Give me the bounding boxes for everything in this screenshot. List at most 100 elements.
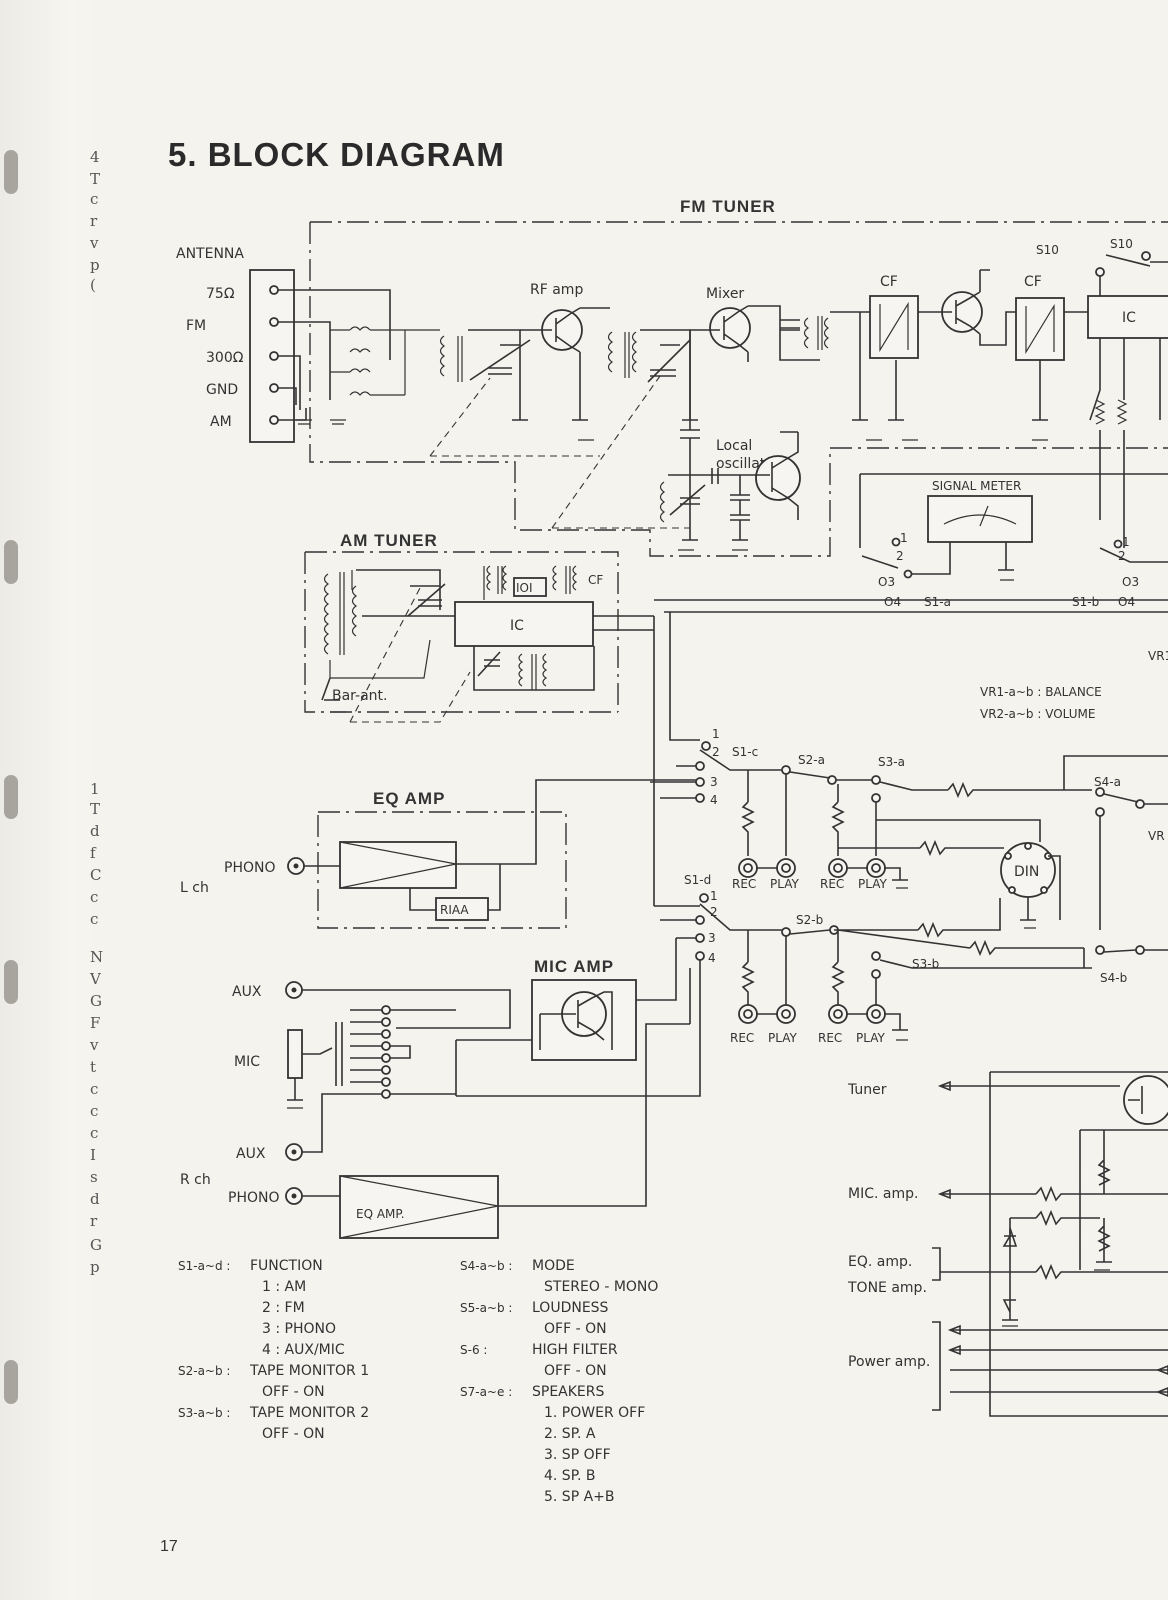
margin-fragment: c bbox=[90, 888, 99, 906]
svg-text:PLAY: PLAY bbox=[770, 877, 799, 891]
legend-value: MODE bbox=[532, 1258, 575, 1274]
legend-row: OFF - ON bbox=[178, 1426, 325, 1442]
legend-row: S-6 :HIGH FILTER bbox=[460, 1342, 618, 1358]
legend-row: OFF - ON bbox=[460, 1363, 607, 1379]
legend-value: 5. SP A+B bbox=[544, 1489, 615, 1505]
aux-r-label: AUX bbox=[236, 1146, 266, 1162]
margin-fragment: I bbox=[90, 1146, 96, 1164]
legend-value: OFF - ON bbox=[544, 1321, 607, 1337]
eq-amp-label: EQ AMP bbox=[373, 789, 445, 808]
legend-key: S1-a~d : bbox=[178, 1259, 231, 1273]
binder-hole bbox=[4, 1360, 18, 1404]
legend-row: 1. POWER OFF bbox=[460, 1405, 645, 1421]
svg-text:O4: O4 bbox=[884, 595, 901, 609]
margin-fragment: C bbox=[90, 866, 102, 884]
margin-fragment: s bbox=[90, 1168, 98, 1186]
s10-label-2: S10 bbox=[1110, 237, 1133, 251]
phono-r-label: PHONO bbox=[228, 1190, 279, 1206]
svg-text:REC: REC bbox=[820, 877, 844, 891]
signal-meter: SIGNAL METER 1 2 O3 O4 S1-a 1 2 O3 S1-b … bbox=[859, 448, 1168, 609]
eq-amp-r: R ch PHONO EQ AMP. bbox=[180, 968, 691, 1239]
mic-jack-icon bbox=[287, 1029, 303, 1079]
legend-value: SPEAKERS bbox=[532, 1384, 605, 1400]
fm-ic: IC S10 S10 bbox=[1036, 237, 1168, 448]
binder-hole bbox=[4, 150, 18, 194]
margin-fragment: c bbox=[90, 910, 99, 928]
legend-value: TAPE MONITOR 2 bbox=[250, 1405, 370, 1421]
mic-amp-out-label: MIC. amp. bbox=[848, 1186, 918, 1202]
svg-text:1: 1 bbox=[710, 889, 718, 903]
svg-text:O3: O3 bbox=[878, 575, 895, 589]
eq-amp-block: EQ AMP RIAA PHONO L ch bbox=[180, 779, 696, 929]
ifo-label: IOI bbox=[516, 581, 533, 595]
aux-l-label: AUX bbox=[232, 984, 262, 1000]
legend-row: 4. SP. B bbox=[460, 1468, 595, 1484]
svg-text:3: 3 bbox=[708, 931, 716, 945]
bar-ant-label: Bar-ant. bbox=[332, 688, 388, 704]
margin-fragment: ( bbox=[90, 276, 96, 294]
legend-row: S7-a~e :SPEAKERS bbox=[460, 1384, 604, 1400]
riaa-box bbox=[435, 897, 489, 921]
margin-fragment: F bbox=[90, 1014, 101, 1032]
margin-fragment: t bbox=[90, 1058, 97, 1076]
svg-text:REC: REC bbox=[732, 877, 756, 891]
legend-row: 3. SP OFF bbox=[460, 1447, 611, 1463]
margin-fragment: r bbox=[90, 1212, 98, 1230]
margin-fragment: d bbox=[90, 1190, 100, 1208]
antenna-label: ANTENNA bbox=[176, 246, 244, 262]
am-ic-label: IC bbox=[510, 618, 524, 634]
margin-fragment: c bbox=[90, 1080, 99, 1098]
margin-fragment: G bbox=[90, 992, 102, 1010]
power-amp-label: Power amp. bbox=[848, 1354, 930, 1370]
legend-key: S-6 : bbox=[460, 1343, 488, 1357]
din-socket: DIN bbox=[1000, 842, 1061, 921]
eq-amp-out-label: EQ. amp. bbox=[848, 1254, 912, 1270]
svg-text:REC: REC bbox=[818, 1031, 842, 1045]
s2a-label: S2-a bbox=[798, 753, 825, 767]
din-label: DIN bbox=[1014, 864, 1039, 880]
s3a-label: S3-a bbox=[878, 755, 905, 769]
svg-text:2: 2 bbox=[896, 549, 904, 563]
signal-meter-icon bbox=[927, 495, 1033, 543]
aux-mic-inputs: AUX MIC AUX bbox=[232, 981, 511, 1162]
svg-text:4: 4 bbox=[708, 951, 716, 965]
am-tuner-block: AM TUNER Bar-ant. IC IOI CF bbox=[304, 531, 654, 723]
vr-label: VR bbox=[1148, 829, 1165, 843]
tape-jacks-lower: REC PLAY REC PLAY bbox=[730, 1004, 908, 1045]
legend-value: 1 : AM bbox=[262, 1279, 307, 1295]
svg-text:2: 2 bbox=[712, 745, 720, 759]
cf2-label: CF bbox=[1024, 274, 1042, 290]
svg-text:PLAY: PLAY bbox=[858, 877, 887, 891]
margin-fragment: 1 bbox=[90, 780, 100, 798]
legend-value: 3 : PHONO bbox=[262, 1321, 337, 1337]
am-ic bbox=[454, 601, 594, 647]
svg-text:O3: O3 bbox=[1122, 575, 1139, 589]
s1d-label: S1-d bbox=[684, 873, 711, 887]
legend-value: TAPE MONITOR 1 bbox=[250, 1363, 370, 1379]
phono-l-label: PHONO bbox=[224, 860, 275, 876]
legend-row: STEREO - MONO bbox=[460, 1279, 658, 1295]
margin-fragment: c bbox=[90, 1102, 99, 1120]
legend-row: S1-a~d :FUNCTION bbox=[178, 1258, 323, 1274]
vr-balance-label: VR1-a~b : BALANCE bbox=[980, 685, 1102, 699]
s1b-label: S1-b bbox=[1072, 595, 1099, 609]
legend-value: LOUDNESS bbox=[532, 1300, 609, 1316]
ceramic-filter-1: CF bbox=[869, 274, 919, 359]
fm-interstage-coil bbox=[607, 329, 700, 421]
ant-am-label: AM bbox=[210, 414, 232, 430]
binder-hole bbox=[4, 775, 18, 819]
svg-text:O4: O4 bbox=[1118, 595, 1135, 609]
rf-amp-label: RF amp bbox=[530, 282, 583, 298]
local-oscillator: Local oscillator bbox=[659, 330, 801, 541]
legend-row: OFF - ON bbox=[178, 1384, 325, 1400]
margin-fragment: c bbox=[90, 1124, 99, 1142]
eq-amp-r-label: EQ AMP. bbox=[356, 1207, 405, 1221]
tuning-gang-link bbox=[429, 375, 690, 529]
margin-fragment: v bbox=[90, 234, 99, 252]
mixer: Mixer bbox=[700, 286, 904, 421]
ground-symbols bbox=[287, 419, 1110, 1327]
ant-gnd-label: GND bbox=[206, 382, 238, 398]
vr-volume-label: VR2-a~b : VOLUME bbox=[980, 707, 1095, 721]
cf1-label: CF bbox=[880, 274, 898, 290]
